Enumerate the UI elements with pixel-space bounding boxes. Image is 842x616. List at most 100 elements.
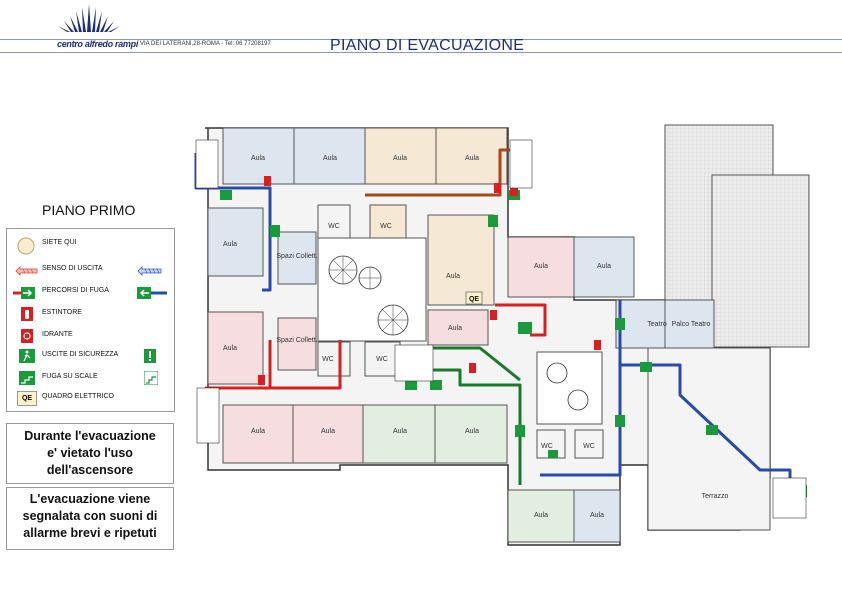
exit-direction-icon xyxy=(15,266,38,276)
legend-label: USCITE DI SICUREZZA xyxy=(42,351,119,358)
address-text: VIA DEI LATERANI,28-ROMA - Tel: 06 77208… xyxy=(140,41,271,47)
floor-title: PIANO PRIMO xyxy=(42,202,136,218)
room-label: Aula xyxy=(393,155,407,162)
emergency-exit-door-icon xyxy=(144,349,156,363)
green-route xyxy=(430,346,521,382)
roof-area xyxy=(711,174,810,348)
roof-area xyxy=(664,124,774,301)
room-label: Aula xyxy=(393,428,407,435)
logo-text: centro alfredo rampi xyxy=(57,39,139,49)
electrical-panel-icon: QE xyxy=(17,391,37,406)
terrace xyxy=(647,347,771,531)
blue-route xyxy=(194,153,272,292)
tree-icons xyxy=(328,255,589,411)
green-route xyxy=(399,348,522,485)
stairs xyxy=(195,139,807,519)
room-label: Aula xyxy=(446,273,460,280)
classroom xyxy=(207,311,264,385)
legend-item: FUGA SU SCALE xyxy=(7,371,174,389)
elevator-warning: Durante l'evacuazione e' vietato l'uso d… xyxy=(6,423,174,484)
room-label: Terrazzo xyxy=(702,493,729,500)
room-label: Aula xyxy=(590,512,604,519)
warning-line: e' vietato l'uso xyxy=(47,446,133,460)
room-label: WC xyxy=(322,356,334,363)
legend-label: ESTINTORE xyxy=(42,309,82,316)
room-label: WC xyxy=(376,356,388,363)
room-label: Aula xyxy=(323,155,337,162)
legend-item: SIETE QUI xyxy=(7,237,174,255)
room-label: WC xyxy=(328,223,340,230)
alarm-notice: L'evacuazione viene segnalata con suoni … xyxy=(6,487,174,550)
warning-line: Durante l'evacuazione xyxy=(24,429,156,443)
restroom xyxy=(369,204,407,239)
restroom xyxy=(317,204,351,239)
room-label: Aula xyxy=(448,325,462,332)
blue-route xyxy=(620,363,792,505)
room-label: Aula xyxy=(597,263,611,270)
legend-label: SENSO DI USCITA xyxy=(42,265,103,272)
legend-label: IDRANTE xyxy=(42,331,73,338)
courtyard xyxy=(536,351,603,425)
exit-direction-blue-icon xyxy=(137,266,162,276)
classroom xyxy=(207,207,264,277)
room-label: Palco Teatro xyxy=(672,321,711,328)
room-label: Aula xyxy=(465,428,479,435)
fire-equipment xyxy=(258,176,601,385)
legend-label: SIETE QUI xyxy=(42,239,77,246)
restroom xyxy=(317,341,351,377)
courtyard xyxy=(317,237,427,342)
classroom xyxy=(293,127,366,185)
classroom xyxy=(435,127,508,185)
emergency-exit-icon xyxy=(19,349,35,363)
building-outline xyxy=(205,127,771,546)
warning-line: segnalata con suoni di xyxy=(22,509,158,523)
legend-item: SENSO DI USCITA xyxy=(7,263,174,281)
red-route xyxy=(270,340,342,390)
brown-route xyxy=(365,148,520,197)
exit-signs xyxy=(220,190,807,497)
classroom xyxy=(434,404,508,464)
legend-item: ESTINTORE xyxy=(7,307,174,325)
legend-item: PERCORSI DI FUGA xyxy=(7,285,174,303)
classroom xyxy=(292,404,364,464)
classroom xyxy=(573,489,621,543)
room-label: Aula xyxy=(251,155,265,162)
room-label: Aula xyxy=(321,428,335,435)
logo-icon xyxy=(58,4,120,32)
warning-line: dell'ascensore xyxy=(46,463,134,477)
escape-route-blue-icon xyxy=(137,287,167,299)
legend-label: PERCORSI DI FUGA xyxy=(42,287,109,294)
blue-route xyxy=(789,503,801,512)
page-title: PIANO DI EVACUAZIONE xyxy=(330,37,525,54)
escape-route-icon xyxy=(13,287,35,299)
you-are-here-icon xyxy=(17,237,35,255)
classroom xyxy=(507,236,575,298)
common-space xyxy=(277,317,317,371)
stairs-escape-icon xyxy=(19,371,35,385)
room-label: Teatro xyxy=(647,321,667,328)
classroom xyxy=(427,309,489,346)
header-divider-top xyxy=(0,39,842,40)
legend-item: QE QUADRO ELETTRICO xyxy=(7,391,174,409)
warning-line: L'evacuazione viene xyxy=(29,492,151,506)
header-divider-bottom xyxy=(0,52,842,53)
restroom xyxy=(536,429,566,459)
hydrant-icon xyxy=(21,329,33,343)
restroom xyxy=(574,429,604,459)
room-label: WC xyxy=(380,223,392,230)
fire-extinguisher-icon xyxy=(21,307,33,321)
legend-item: IDRANTE xyxy=(7,329,174,347)
room-label: Aula xyxy=(534,263,548,270)
restroom xyxy=(364,341,401,377)
room-label: Aula xyxy=(223,241,237,248)
red-route xyxy=(203,388,218,442)
classroom xyxy=(222,404,294,464)
stairs-escape-alt-icon xyxy=(144,371,158,385)
room-label: Aula xyxy=(223,345,237,352)
classroom xyxy=(222,127,295,185)
red-route xyxy=(495,303,547,337)
theater-stage xyxy=(664,299,715,349)
classroom xyxy=(573,236,635,298)
blue-route xyxy=(540,300,622,477)
classroom xyxy=(427,214,495,306)
